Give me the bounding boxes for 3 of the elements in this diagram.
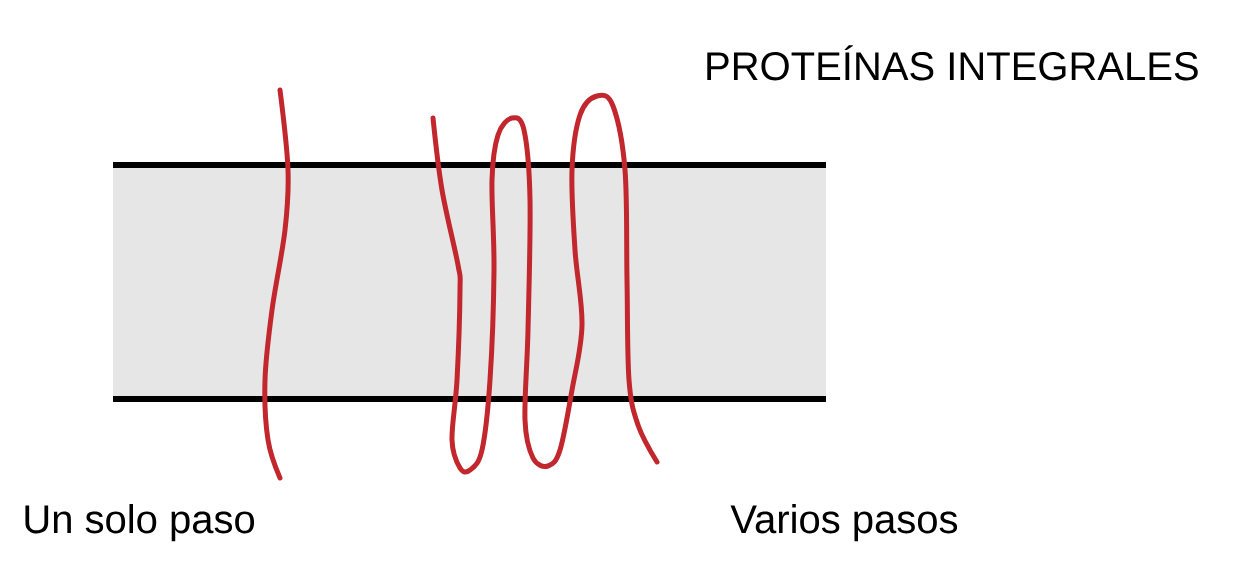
title: PROTEÍNAS INTEGRALES <box>707 45 1198 81</box>
label: Varios pasos <box>730 504 958 542</box>
label: Un solo paso <box>25 504 255 542</box>
